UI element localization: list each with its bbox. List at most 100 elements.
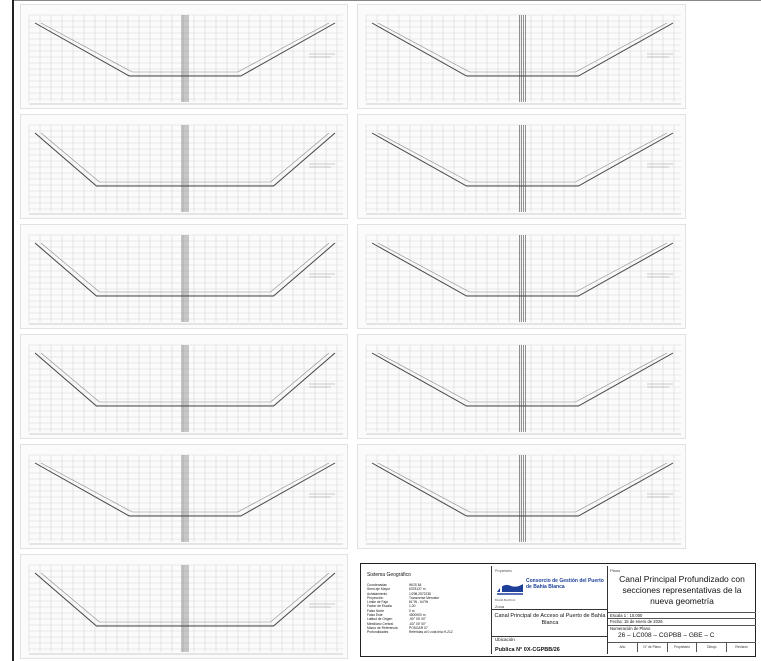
drawing-frame-left <box>12 0 14 661</box>
row-value: 4500000 m <box>409 613 426 618</box>
channel-profile-line <box>34 352 336 407</box>
cross-section-drawing <box>28 454 343 545</box>
cross-section-panel <box>20 444 348 549</box>
channel-profile-line <box>34 572 336 627</box>
row-key: Meridiano Central <box>367 621 394 626</box>
channel-profile-line <box>371 242 674 297</box>
divider <box>608 625 756 626</box>
cross-section-drawing <box>28 124 343 215</box>
geographic-system-rows: Coordenadas WGS 84 Semi-eje Mayor 6378137 m… <box>367 583 453 635</box>
drawing-number-code: 26 – LC008 – CGPBB – GBE – C <box>618 632 715 639</box>
row-value: 1,00 <box>409 604 416 609</box>
geographic-system-row: Profundidades Referidas al 0 cota leía H-… <box>367 630 453 634</box>
owner-logo-text: Consorcio de Gestión del Puerto de Bahía… <box>526 578 604 590</box>
code-legend-item: Propietario <box>666 642 697 652</box>
divider <box>608 618 756 619</box>
row-value: 61°W - 64°W <box>409 600 429 605</box>
row-key: Falso Norte <box>367 608 385 613</box>
code-legend-item: Revisión <box>726 642 756 652</box>
geographic-system-row: Marco de Referencia POSGAR 07 <box>367 626 453 630</box>
owner-label: Propietario <box>495 569 512 573</box>
cross-section-drawing <box>365 234 681 325</box>
cross-section-drawing <box>28 344 343 435</box>
cross-section-drawing <box>365 124 681 215</box>
cross-section-drawing <box>28 14 343 105</box>
cross-section-drawing <box>365 344 681 435</box>
geographic-system-row: Semi-eje Mayor 6378137 m <box>367 587 453 591</box>
channel-profile-line <box>34 22 336 77</box>
geographic-system-title: Sistema Geográfico <box>367 572 411 578</box>
row-value: 0 m <box>409 608 415 613</box>
row-key: Semi-eje Mayor <box>367 587 391 592</box>
row-key: Profundidades <box>367 630 389 635</box>
geographic-system-row: Latitud de Origen -90° 00' 00" <box>367 617 453 621</box>
channel-profile-line <box>34 132 336 187</box>
logo-caption: BAHÍA BLANCA <box>495 598 516 602</box>
divider <box>608 642 756 643</box>
row-value: 6378137 m <box>409 587 426 592</box>
row-value: -90° 00' 00" <box>409 617 427 622</box>
existing-profile-line <box>377 242 668 293</box>
geographic-system-row: Meridiano Central -63° 00' 00" <box>367 622 453 626</box>
existing-profile-line <box>377 22 668 73</box>
code-legend-item: Dibujo <box>696 642 726 652</box>
row-key: Proyección <box>367 595 384 600</box>
location-label: Ubicación <box>495 637 515 642</box>
row-key: Latitud de Origen <box>367 617 393 622</box>
cross-section-panel <box>20 334 348 439</box>
cross-section-panel <box>357 444 686 549</box>
scale-text: Escala 1 : 10.000 <box>610 613 643 618</box>
cross-section-panel <box>20 4 348 109</box>
cross-section-panel <box>20 114 348 219</box>
channel-profile-line <box>371 22 674 77</box>
zone-label: Zona <box>495 604 505 609</box>
cross-section-panel <box>20 554 348 659</box>
cross-section-drawing <box>365 14 681 105</box>
existing-profile-line <box>40 352 330 403</box>
geographic-system-row: Achatamiento 1/298,2572235 <box>367 592 453 596</box>
channel-profile-line <box>371 352 674 407</box>
location-value: Publica N° 0X-CGPBB/26 <box>495 647 560 653</box>
row-key: Coordenadas <box>367 583 387 587</box>
row-value: POSGAR 07 <box>409 625 428 630</box>
existing-profile-line <box>40 572 330 623</box>
divider <box>608 612 756 613</box>
existing-profile-line <box>377 132 668 183</box>
channel-profile-line <box>34 242 336 297</box>
row-key: Límite de Faja <box>367 600 388 605</box>
row-key: Factor de Escala <box>367 604 392 609</box>
channel-profile-line <box>371 132 674 187</box>
drawing-number-label: Numeración de Plano <box>610 626 651 631</box>
zone-value: Canal Principal de Acceso al Puerto de B… <box>494 613 606 626</box>
existing-profile-line <box>40 462 330 513</box>
existing-profile-line <box>40 22 330 73</box>
drawing-cell: Plano Canal Principal Profundizado con s… <box>607 566 756 654</box>
row-value: Referidas al 0 cota leía H-212 <box>409 630 453 635</box>
code-legend-item: N° de Plano <box>636 642 667 652</box>
cross-section-panel <box>357 224 686 329</box>
row-value: WGS 84 <box>409 583 422 587</box>
cross-section-panel <box>357 334 686 439</box>
date-text: Fecha: 15 de enero de 2026 <box>610 619 663 624</box>
code-legend-item: Año <box>619 645 626 649</box>
row-key: Falso Este <box>367 613 383 618</box>
geographic-system-row: Límite de Faja 61°W - 64°W <box>367 600 453 604</box>
existing-profile-line <box>377 352 668 403</box>
cross-section-panel <box>20 224 348 329</box>
existing-profile-line <box>40 242 330 293</box>
drawing-label: Plano <box>610 568 621 573</box>
row-value: 1/298,2572235 <box>409 591 432 596</box>
row-key: Achatamiento <box>367 591 388 596</box>
row-key: Marco de Referencia <box>367 625 398 630</box>
row-value: Transverse Mercator <box>409 595 440 600</box>
cross-section-drawing <box>365 454 681 545</box>
channel-profile-line <box>34 462 336 517</box>
row-value: -63° 00' 00" <box>409 621 427 626</box>
geographic-system-row: Falso Norte 0 m <box>367 609 453 613</box>
cross-section-drawing <box>28 234 343 325</box>
cross-section-drawing <box>28 564 343 655</box>
cross-section-panel <box>357 114 686 219</box>
port-logo-icon <box>497 584 523 595</box>
